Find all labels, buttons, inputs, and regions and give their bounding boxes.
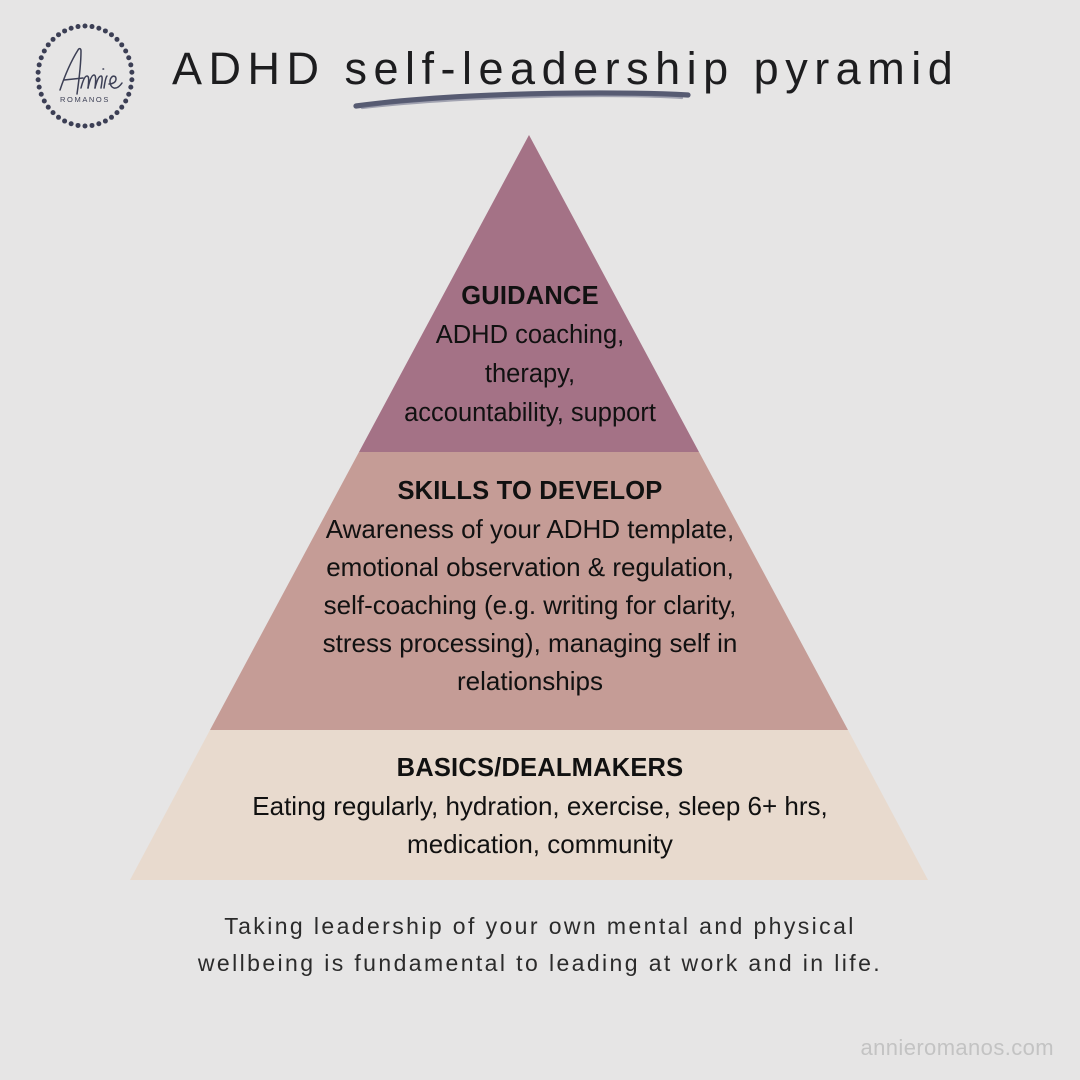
- tier-basics-line-1: Eating regularly, hydration, exercise, s…: [252, 791, 828, 821]
- tier-skills-line-4: stress processing), managing self in: [322, 628, 738, 658]
- footer-website-url: annieromanos.com: [860, 1035, 1054, 1060]
- tier-guidance-heading: GUIDANCE: [461, 282, 599, 310]
- title-underline-stroke: [353, 90, 691, 110]
- tier-guidance-line-1: ADHD coaching,: [435, 321, 625, 349]
- tier-guidance-text: GUIDANCE ADHD coaching, therapy, account…: [290, 277, 770, 433]
- page-title: ADHD self-leadership pyramid: [172, 43, 960, 94]
- tier-skills-line-5: relationships: [457, 666, 603, 696]
- tier-skills-heading: SKILLS TO DEVELOP: [397, 477, 663, 505]
- tier-skills-text: SKILLS TO DEVELOP Awareness of your ADHD…: [230, 472, 830, 700]
- tier-basics-heading: BASICS/DEALMAKERS: [396, 754, 684, 782]
- tier-skills-line-1: Awareness of your ADHD template,: [325, 514, 735, 544]
- caption-line-1: Taking leadership of your own mental and…: [224, 913, 856, 939]
- tier-skills-line-3: self-coaching (e.g. writing for clarity,: [323, 590, 737, 620]
- tier-guidance-line-2: therapy,: [484, 360, 576, 388]
- tier-guidance-line-3: accountability, support: [404, 399, 656, 427]
- tier-basics-text: BASICS/DEALMAKERS Eating regularly, hydr…: [160, 749, 920, 863]
- tier-skills-line-2: emotional observation & regulation,: [326, 552, 734, 582]
- logo-subtext: ROMANOS: [60, 95, 110, 104]
- tier-basics-line-2: medication, community: [407, 829, 673, 859]
- caption-line-2: wellbeing is fundamental to leading at w…: [197, 950, 883, 976]
- header: ROMANOS ADHD self-leadership pyramid: [0, 0, 1080, 140]
- brand-logo: ROMANOS: [26, 22, 144, 130]
- caption: Taking leadership of your own mental and…: [70, 908, 1010, 982]
